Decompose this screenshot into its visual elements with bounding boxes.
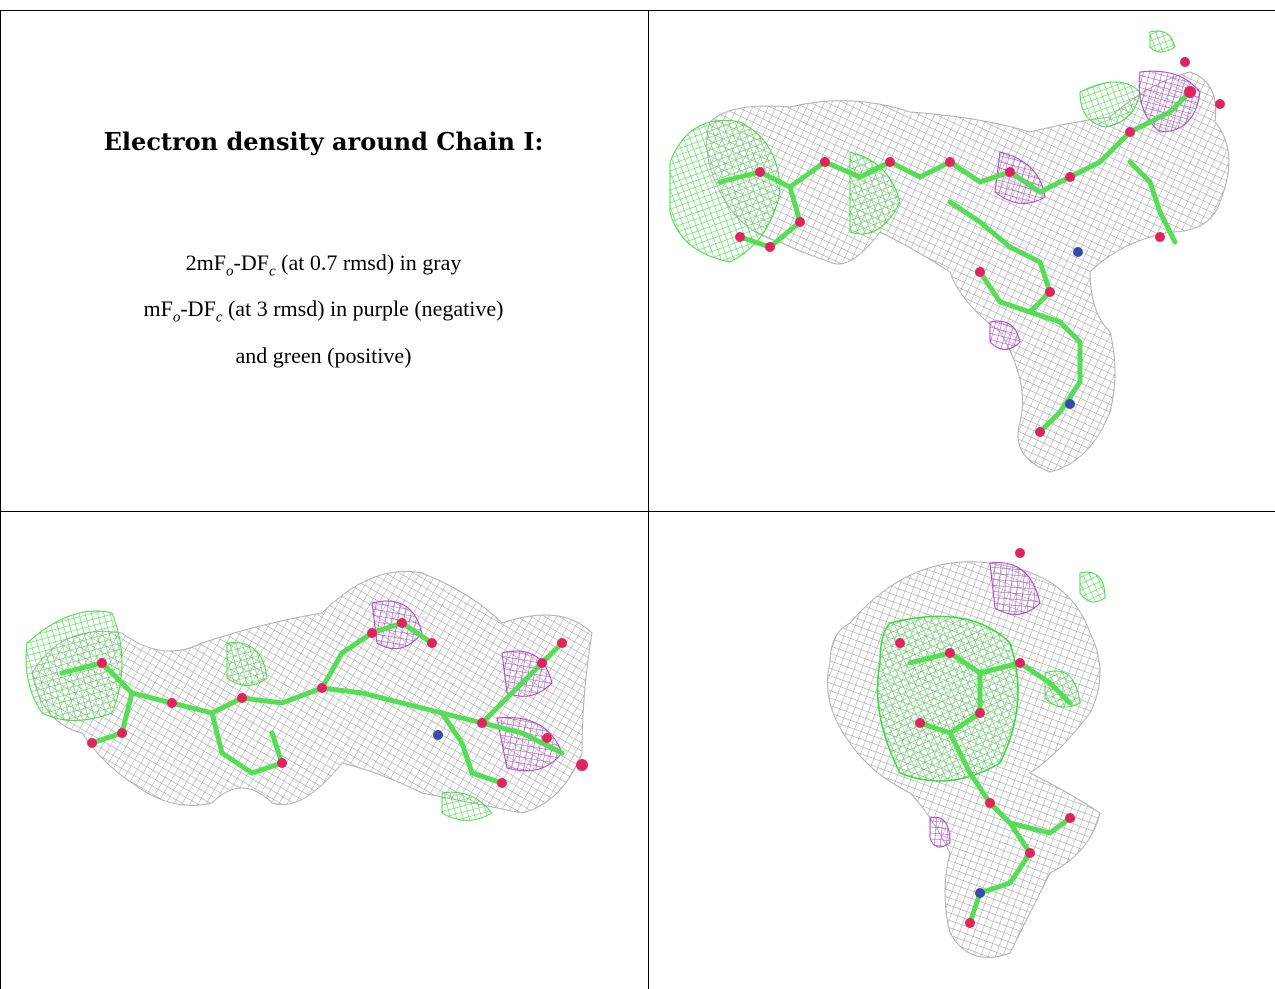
caption-cell: Electron density around Chain I: 2mFo-DF…	[0, 0, 647, 512]
legend-text: (at 0.7 rmsd) in gray	[275, 250, 462, 275]
legend-subscript: o	[172, 309, 181, 326]
legend-subscript: o	[226, 263, 234, 280]
legend-line-fofc: mFo-DFc (at 3 rmsd) in purple (negative)	[0, 290, 647, 336]
legend-text: 2mF	[185, 250, 226, 275]
view-bottom-right	[650, 513, 1275, 989]
view-bottom-left	[2, 513, 647, 989]
legend-line-2fofc: 2mFo-DFc (at 0.7 rmsd) in gray	[0, 244, 647, 290]
legend-text: -DF	[180, 296, 216, 322]
electron-density-mesh-view-1-icon	[669, 30, 1230, 473]
legend-text: mF	[143, 296, 173, 322]
table-border-middle	[648, 10, 649, 989]
legend-line-colors: and green (positive)	[235, 342, 412, 368]
electron-density-mesh-view-2-icon	[25, 570, 593, 821]
view-top-right	[650, 12, 1275, 510]
legend-subscript: c	[215, 309, 223, 326]
legend-subscript: c	[268, 263, 276, 280]
legend-text: -DF	[233, 250, 269, 275]
table-border-top	[0, 10, 1275, 11]
legend-text: (at 3 rmsd) in purple (negative)	[222, 296, 504, 322]
electron-density-mesh-view-3-icon	[827, 548, 1106, 958]
figure-legend: 2mFo-DFc (at 0.7 rmsd) in gray mFo-DFc (…	[0, 244, 647, 375]
table-border-row	[0, 511, 1275, 512]
table-border-left	[0, 10, 1, 989]
figure-title: Electron density around Chain I:	[103, 127, 544, 156]
